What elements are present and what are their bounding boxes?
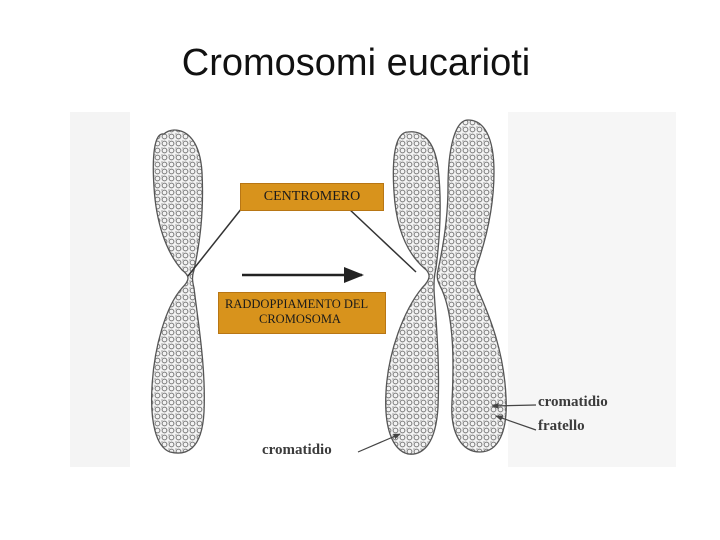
duplicated-chromosome	[385, 119, 507, 455]
figure-left-panel	[70, 112, 130, 467]
chromatid-label: cromatidio	[262, 442, 332, 458]
sister-chromatid-label-line1: cromatidio	[538, 394, 608, 410]
chromosome-diagram	[150, 119, 537, 455]
centromere-pointer-right	[347, 207, 417, 273]
duplication-label: RADDOPPIAMENTO DEL CROMOSOMA	[218, 292, 386, 334]
chromosome-figure: CENTROMERO RADDOPPIAMENTO DEL CROMOSOMA …	[70, 112, 676, 467]
chromatid-pointer	[357, 433, 401, 453]
sister-chromatid-label-line2: fratello	[538, 418, 585, 434]
sister-chromatid-pointer-upper	[491, 402, 537, 409]
single-chromosome	[150, 129, 205, 454]
duplication-label-line1: RADDOPPIAMENTO DEL	[225, 297, 369, 311]
figure-right-panel	[508, 112, 676, 467]
centromere-label: CENTROMERO	[240, 183, 384, 211]
slide-title: Cromosomi eucarioti	[181, 42, 531, 84]
centromere-pointer-left	[187, 207, 243, 277]
duplication-label-line2: CROMOSOMA	[259, 312, 341, 326]
sister-chromatid-pointer-lower	[495, 415, 537, 431]
